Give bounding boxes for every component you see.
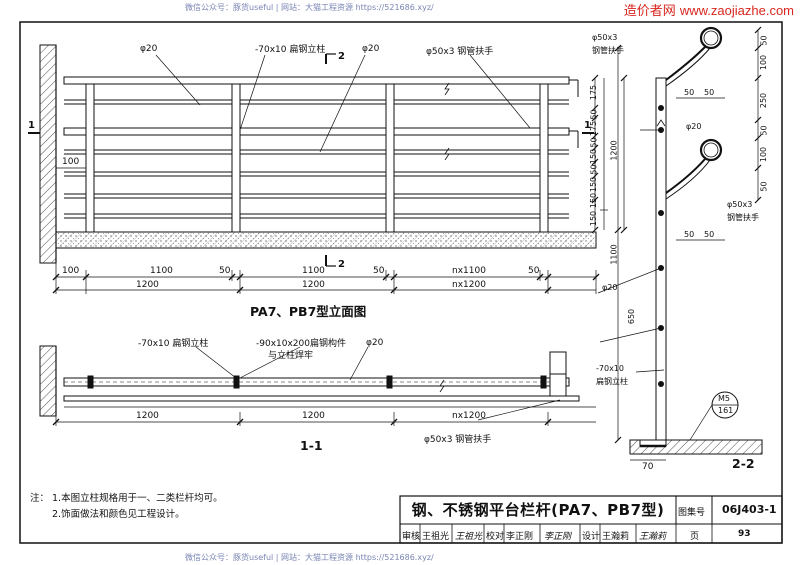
dim-row1-0: 100 [62, 266, 80, 276]
dim-100-left: 100 [62, 157, 80, 167]
s22-vdim-5: 50 [589, 164, 599, 175]
title-block [399, 495, 783, 544]
watermark-bottom: 微信公众号：豚货useful | 网站：大猫工程资源 https://52168… [185, 553, 434, 562]
s22-vdim-6: 150 [589, 176, 599, 193]
s22-handrail-top-2: 钢管扶手 [592, 46, 624, 55]
design-name: 王瀚莉 [602, 532, 630, 542]
section-marker-2-bottom: 2 [338, 259, 345, 270]
note-line-2: 2.饰面做法和颜色见工程设计。 [52, 509, 185, 520]
top-handrail-circle [699, 26, 723, 50]
s22-post-2: 扁钢立柱 [596, 377, 628, 386]
s11-label-post: -70x10 扁钢立柱 [138, 339, 209, 349]
section-marker-1-left: 1 [28, 120, 35, 131]
elevation-caption: PA7、PB7型立面图 [250, 304, 367, 319]
brand-url: www.zaojiazhe.com [679, 3, 794, 18]
watermark-top: 微信公众号：豚货useful | 网站：大猫工程资源 https://52168… [185, 3, 434, 12]
page-number: 93 [738, 529, 751, 539]
brand-cn: 造价者网 [623, 4, 676, 19]
s22-phi20-b: φ20 [602, 283, 618, 292]
s22-dim-70: 70 [642, 462, 654, 472]
s22-hdim-2: 50 [684, 230, 695, 239]
review-label: 审核 [402, 532, 421, 542]
brand-logo[interactable]: 造价者网 www.zaojiazhe.com [624, 0, 794, 19]
s22-handrail-mid-2: 钢管扶手 [727, 213, 759, 222]
atlas-label: 图集号 [678, 508, 706, 518]
note-line-1: 1.本图立柱规格用于一、二类栏杆均可。 [52, 493, 223, 504]
mid-handrail-circle [699, 138, 723, 162]
label-phi20-a: φ20 [140, 44, 158, 54]
s11-dim-1: 1200 [302, 411, 325, 421]
s22-rdim-0: 50 [759, 35, 769, 46]
dim-row1-5: nx1100 [452, 266, 486, 276]
section-1-1-view [39, 345, 596, 426]
detail-ref-bottom: 161 [718, 406, 734, 415]
s22-rdim-5: 50 [759, 181, 769, 192]
detail-ref-top: M5 [718, 394, 730, 403]
elevation-view [28, 44, 600, 294]
drawing-title: 钢、不锈钢平台栏杆(PA7、PB7型) [411, 501, 665, 519]
s22-vdim-1: 50 [589, 109, 599, 120]
s22-phi20-a: φ20 [686, 122, 702, 131]
notes-label: 注： [30, 493, 50, 504]
s22-hdim-1: 50 [704, 88, 715, 97]
page-label: 页 [690, 532, 700, 542]
s22-handrail-mid-1: φ50x3 [727, 200, 753, 209]
s22-vdim-4: 150 [589, 148, 599, 165]
label-steel-handrail: φ50x3 钢管扶手 [426, 47, 494, 57]
s11-label-handrail: φ50x3 钢管扶手 [424, 435, 492, 445]
s11-label-bracket-2: 与立柱焊牢 [268, 351, 314, 361]
s22-post-1: -70x10 [596, 364, 624, 373]
s22-rdim-2: 250 [759, 92, 769, 109]
s11-label-bracket-1: -90x10x200扁钢构件 [256, 339, 346, 349]
dim-row1-6: 50 [528, 266, 540, 276]
s22-vdim-2: 175 [589, 120, 599, 137]
design-label: 设计 [582, 532, 601, 542]
s22-vdim-0: 175 [589, 84, 599, 101]
s22-vdim-1100: 1100 [609, 244, 619, 265]
dim-row1-2: 50 [219, 266, 231, 276]
dim-row1-4: 50 [373, 266, 385, 276]
dim-row2-1: 1200 [302, 280, 325, 290]
left-wall-hatch [39, 44, 57, 264]
s22-vdim-3: 50 [589, 137, 599, 148]
review-signature: 王祖光 [455, 532, 483, 542]
s11-dim-2: nx1200 [452, 411, 486, 421]
check-label: 校对 [486, 532, 505, 542]
label-phi20-b: φ20 [362, 44, 380, 54]
dim-row1-1: 1100 [150, 266, 173, 276]
s22-vdim-1200: 1200 [609, 140, 619, 161]
check-name: 李正刚 [506, 532, 534, 542]
check-signature: 李正刚 [544, 532, 572, 542]
section-2-2-caption: 2-2 [732, 456, 755, 471]
s22-rdim-4: 100 [759, 146, 769, 163]
section-1-1-caption: 1-1 [300, 438, 323, 453]
s11-dim-0: 1200 [136, 411, 159, 421]
s22-vdim-7: 150 [589, 192, 599, 209]
section-marker-2-top: 2 [338, 51, 345, 62]
review-name: 王祖光 [422, 532, 450, 542]
section-2-2-view [591, 26, 763, 461]
dim-row2-2: nx1200 [452, 280, 486, 290]
label-flat-steel-post: -70x10 扁钢立柱 [255, 45, 326, 55]
s22-hdim-0: 50 [684, 88, 695, 97]
design-signature: 王瀚莉 [639, 532, 667, 542]
s22-rdim-3: 50 [759, 125, 769, 136]
s22-rdim-1: 100 [759, 54, 769, 71]
atlas-number: 06J403-1 [722, 503, 777, 516]
s22-hdim-3: 50 [704, 230, 715, 239]
dim-row2-0: 1200 [136, 280, 159, 290]
dim-row1-3: 1100 [302, 266, 325, 276]
s22-handrail-top-1: φ50x3 [592, 33, 618, 42]
s11-label-phi20: φ20 [366, 338, 384, 348]
s22-vdim-650: 650 [627, 308, 637, 325]
s22-vdim-8: 150 [589, 210, 599, 227]
section-marker-1-right: 1 [584, 120, 591, 131]
